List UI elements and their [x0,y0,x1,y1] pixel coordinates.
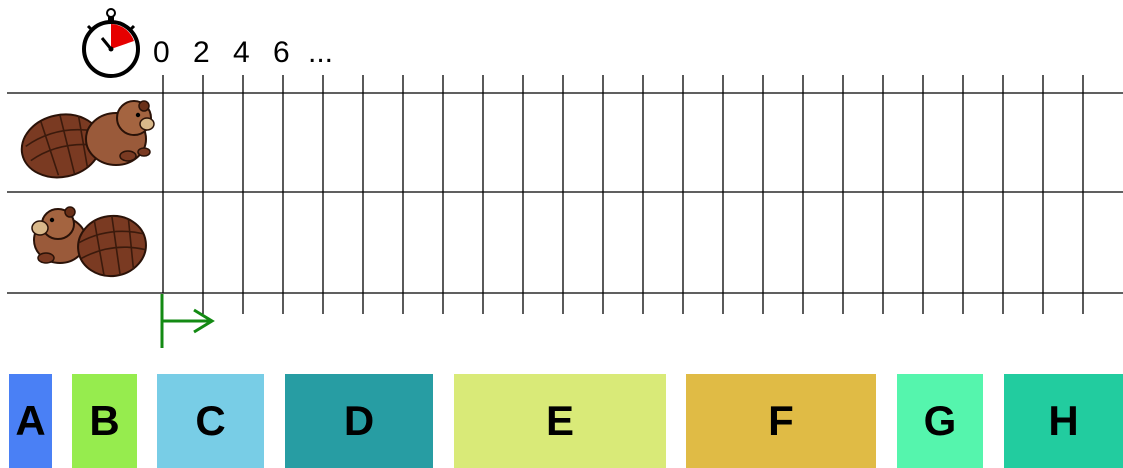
beaver-icon [16,94,156,190]
task-label-e: E [546,397,574,445]
task-label-d: D [344,397,374,445]
task-block-b[interactable]: B [72,374,137,468]
task-block-e[interactable]: E [454,374,666,468]
timeline-grid [0,0,1123,330]
task-block-g[interactable]: G [897,374,983,468]
beaver-icon [16,200,156,284]
task-label-c: C [195,397,225,445]
task-block-a[interactable]: A [9,374,52,468]
task-block-c[interactable]: C [157,374,264,468]
task-label-h: H [1048,397,1078,445]
start-arrow-icon [152,292,222,352]
task-label-g: G [924,397,957,445]
task-block-h[interactable]: H [1004,374,1123,468]
task-label-f: F [768,397,794,445]
task-block-f[interactable]: F [686,374,876,468]
task-block-d[interactable]: D [285,374,433,468]
task-label-b: B [89,397,119,445]
task-label-a: A [15,397,45,445]
